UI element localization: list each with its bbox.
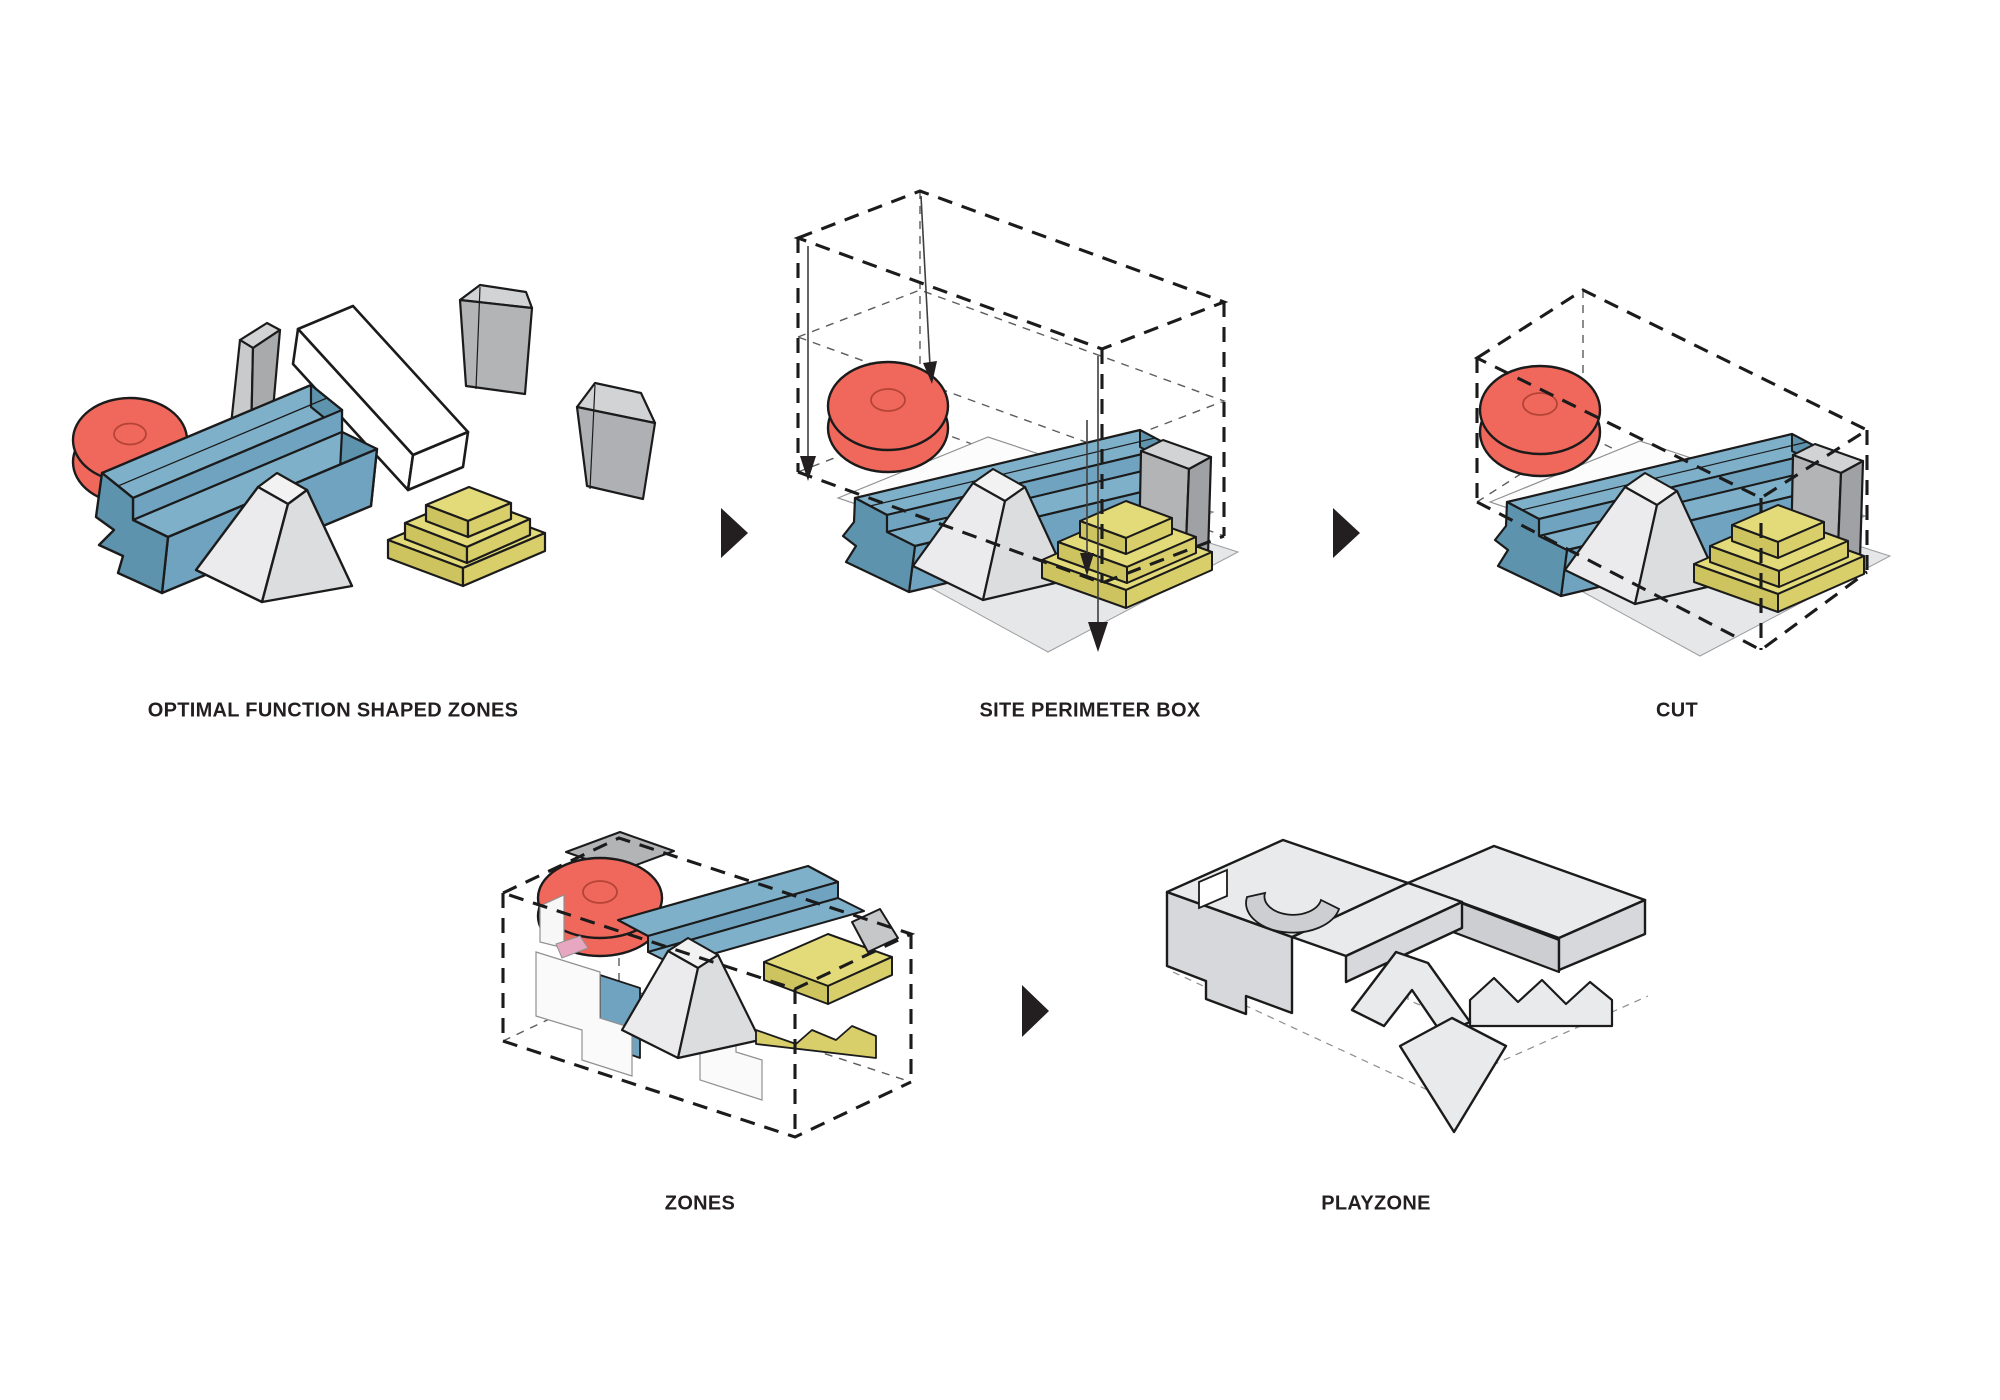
arc-cutout [1245,891,1341,934]
stage-label-site-perimeter-box: SITE PERIMETER BOX [979,699,1201,722]
figure-cut [1473,288,1892,658]
notch-slot [1198,868,1228,910]
box-front [458,298,534,396]
white-bar [291,304,470,492]
zones-box-dashed [498,836,916,1139]
down-arrow-head [1088,622,1108,652]
box-bottom-edges [502,1039,912,1139]
ridge-line [117,397,328,487]
down-arrow-head [800,456,816,481]
stage-arrow-icon [1333,508,1360,558]
figure-zones [498,831,916,1139]
down-arrow-line [920,195,931,367]
bar-end-cap [406,430,470,492]
pink-sliver [555,935,589,959]
stage-arrow-icon [1022,985,1049,1037]
notched-end-cap [94,471,170,595]
mid-shelf-front [1344,900,1464,984]
shapes-cluster [1478,364,1892,658]
gray-monolith [1165,838,1647,1134]
box-bottom-edges [797,470,1225,585]
stage-label-optimal-zones: OPTIMAL FUNCTION SHAPED ZONES [147,699,519,722]
stage-label-cut: CUT [1655,699,1699,722]
white-cut-block [535,951,633,1077]
box-edge [475,286,481,390]
disc-hole [582,880,618,904]
gray-box-lower [575,381,657,501]
hidden-base-outline [1172,971,1649,1093]
right-slab-front [1557,898,1647,972]
sawtooth-edge [1468,976,1614,1028]
left-block-wall [1165,890,1294,1016]
yellow-teeth [755,1025,877,1059]
cut-box-dashed [1473,288,1871,652]
box-front [575,405,657,501]
disc-hole [113,422,147,446]
stage-arrow-icon [721,508,748,558]
stage-label-playzone: PLAYZONE [1321,1192,1431,1215]
left-block-top [1165,838,1410,939]
yellow-ziggurat [386,485,547,588]
tier2-right [465,517,532,565]
bottom-prow [1398,1016,1508,1134]
tier1-right [461,531,547,588]
gray-box-upper [458,283,534,396]
box-top-face [793,189,1229,351]
hidden-mid-level [796,289,1226,449]
projection-arrows [800,195,1108,652]
box-bottom-edges [1476,500,1868,652]
perimeter-box-dashed [793,189,1229,585]
box-edge [589,384,596,490]
figure-optimal-zones [71,283,657,604]
cut-gray-frustum [620,937,762,1060]
cut-red-disc [536,856,664,959]
stage-label-zones: ZONES [664,1192,736,1215]
down-arrow-head [1080,553,1094,576]
down-arrow-head [923,361,937,384]
gray-frustum [194,471,354,604]
yellow-right [827,956,893,1005]
tier3-right [466,501,513,539]
box-top-face [1473,288,1871,500]
figure-site-perimeter-box [793,189,1240,654]
figure-playzone [1165,838,1649,1134]
shapes-cluster [826,360,1240,654]
frustum-right-face [260,488,354,604]
